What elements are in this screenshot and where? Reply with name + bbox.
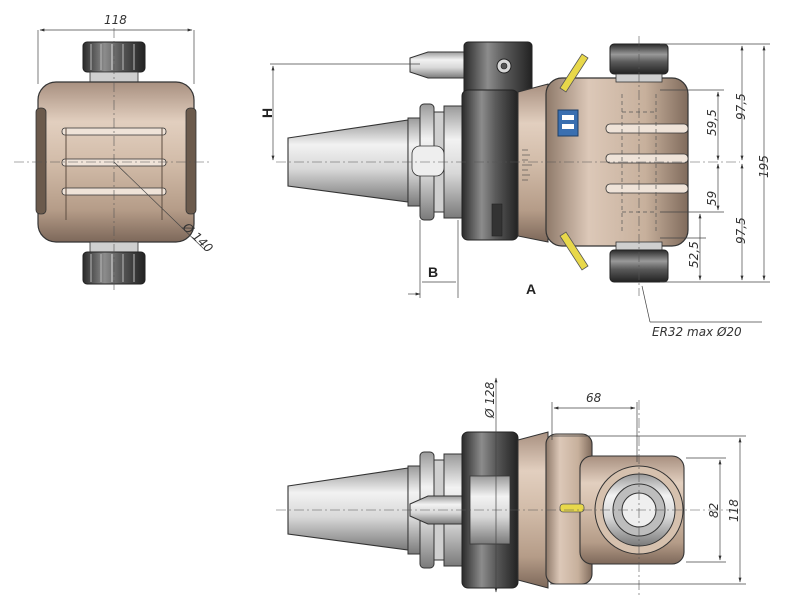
dim-52-5: 52,5 — [687, 241, 701, 268]
collet-note: ER32 max Ø20 — [652, 325, 742, 339]
side-neck — [517, 83, 549, 243]
side-scale-marks — [522, 149, 532, 181]
dim-195: 195 — [757, 155, 771, 178]
side-taper-shank — [287, 119, 409, 203]
dim-82: 82 — [707, 503, 721, 518]
side-head-slots — [605, 123, 689, 194]
front-width-dim: 118 — [104, 13, 127, 27]
a-label: A — [526, 281, 536, 297]
dim-68: 68 — [586, 391, 602, 405]
top-taper-shank — [287, 467, 409, 551]
front-view: 118 Ø 140 — [14, 13, 216, 292]
dim-97-5-bottom: 97,5 — [734, 217, 748, 244]
side-dark-ring — [461, 89, 519, 241]
top-yellow-pin — [559, 503, 585, 513]
dim-59-5: 59,5 — [705, 109, 719, 136]
side-stop-pin — [409, 51, 465, 79]
b-label: B — [428, 264, 438, 280]
h-label: H — [259, 108, 275, 118]
side-logo — [557, 109, 579, 137]
dim-97-5-top: 97,5 — [734, 93, 748, 120]
top-view: Ø 128 68 82 118 — [276, 377, 746, 595]
dim-59: 59 — [705, 191, 719, 206]
diameter-128-dim: Ø 128 — [483, 381, 497, 419]
dim-118-side: 118 — [727, 499, 741, 522]
side-yellow-rods — [559, 53, 589, 271]
side-view: H B A 195 97,5 97,5 59,5 59 52,5 ER32 ma… — [259, 36, 771, 339]
